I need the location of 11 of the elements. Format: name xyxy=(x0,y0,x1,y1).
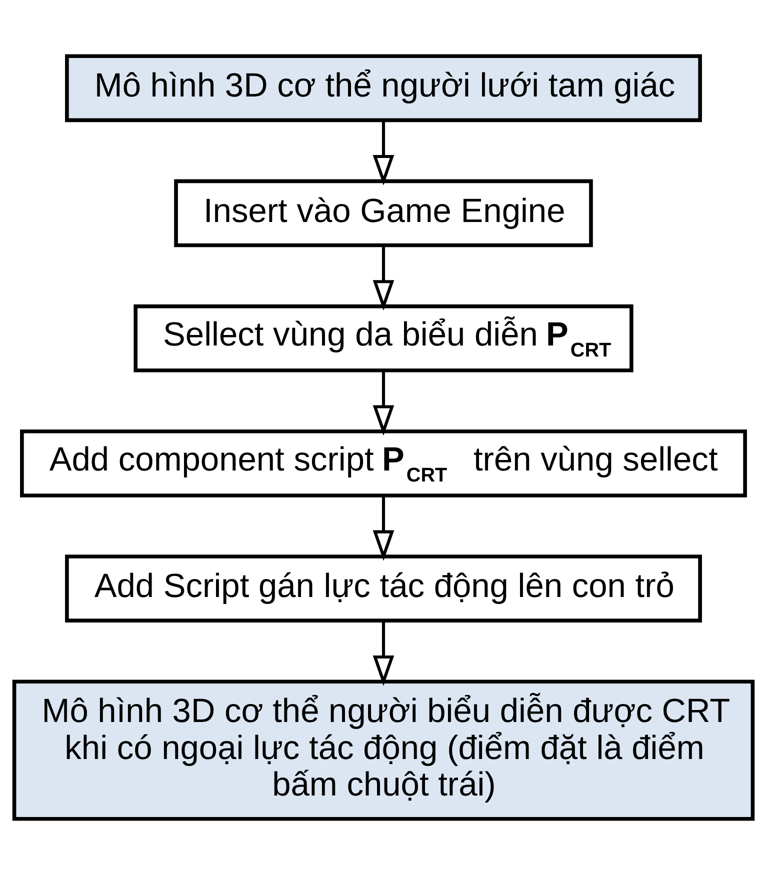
node-box: Mô hình 3D cơ thể người biểu diễn được CRT khi có ngoại lực tác động (điểm đặt là điểm bấm chuột trái) xyxy=(12,680,755,821)
node-box: Add Script gán lực tác động lên con trỏ xyxy=(65,554,702,622)
node-box: Sellect vùng da biểu diễn P$_{CRT}$ xyxy=(134,304,634,372)
arrow xyxy=(372,620,394,686)
arrow xyxy=(372,370,394,436)
node-box: Insert vào Game Engine xyxy=(174,179,593,248)
node-box: Mô hình 3D cơ thể người lưới tam giác xyxy=(65,54,702,122)
arrow xyxy=(372,496,394,561)
node-box: Add component script P$_{CRT}$ trên vùng sellect xyxy=(20,430,747,498)
arrow xyxy=(372,246,394,311)
arrow xyxy=(372,120,394,186)
